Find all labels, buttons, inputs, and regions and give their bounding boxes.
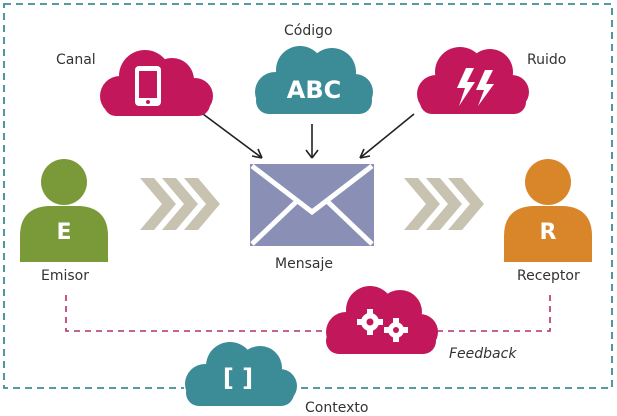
codigo-cloud: [255, 46, 373, 114]
feedback-cloud: [326, 286, 438, 354]
gears-icon: [357, 309, 408, 342]
chevrons-left: [140, 178, 220, 230]
contexto-cloud: [184, 342, 297, 406]
brackets-icon: [ ]: [222, 364, 254, 392]
arrow-ruido: [359, 113, 415, 159]
envelope-icon: [250, 164, 374, 246]
label-mensaje: Mensaje: [275, 256, 333, 272]
lightning-icon: [457, 68, 494, 106]
label-codigo: Código: [284, 23, 333, 39]
chevrons-right: [404, 178, 484, 230]
context-frame: [3, 3, 613, 389]
emisor-letter: E: [56, 220, 72, 245]
label-ruido: Ruido: [527, 52, 567, 68]
ruido-cloud: [417, 47, 529, 114]
receptor-person-icon: [504, 159, 592, 262]
label-feedback: Feedback: [449, 346, 517, 362]
label-canal: Canal: [56, 52, 96, 68]
emisor-person-icon: [20, 159, 108, 262]
codigo-abc-text: ABC: [286, 76, 342, 104]
label-contexto: Contexto: [305, 400, 369, 416]
arrow-canal: [202, 113, 263, 159]
phone-icon: [135, 66, 161, 106]
feedback-loop-line: [65, 295, 551, 332]
label-receptor: Receptor: [517, 268, 580, 284]
label-emisor: Emisor: [41, 268, 89, 284]
receptor-letter: R: [539, 220, 557, 245]
arrows: [202, 113, 415, 159]
